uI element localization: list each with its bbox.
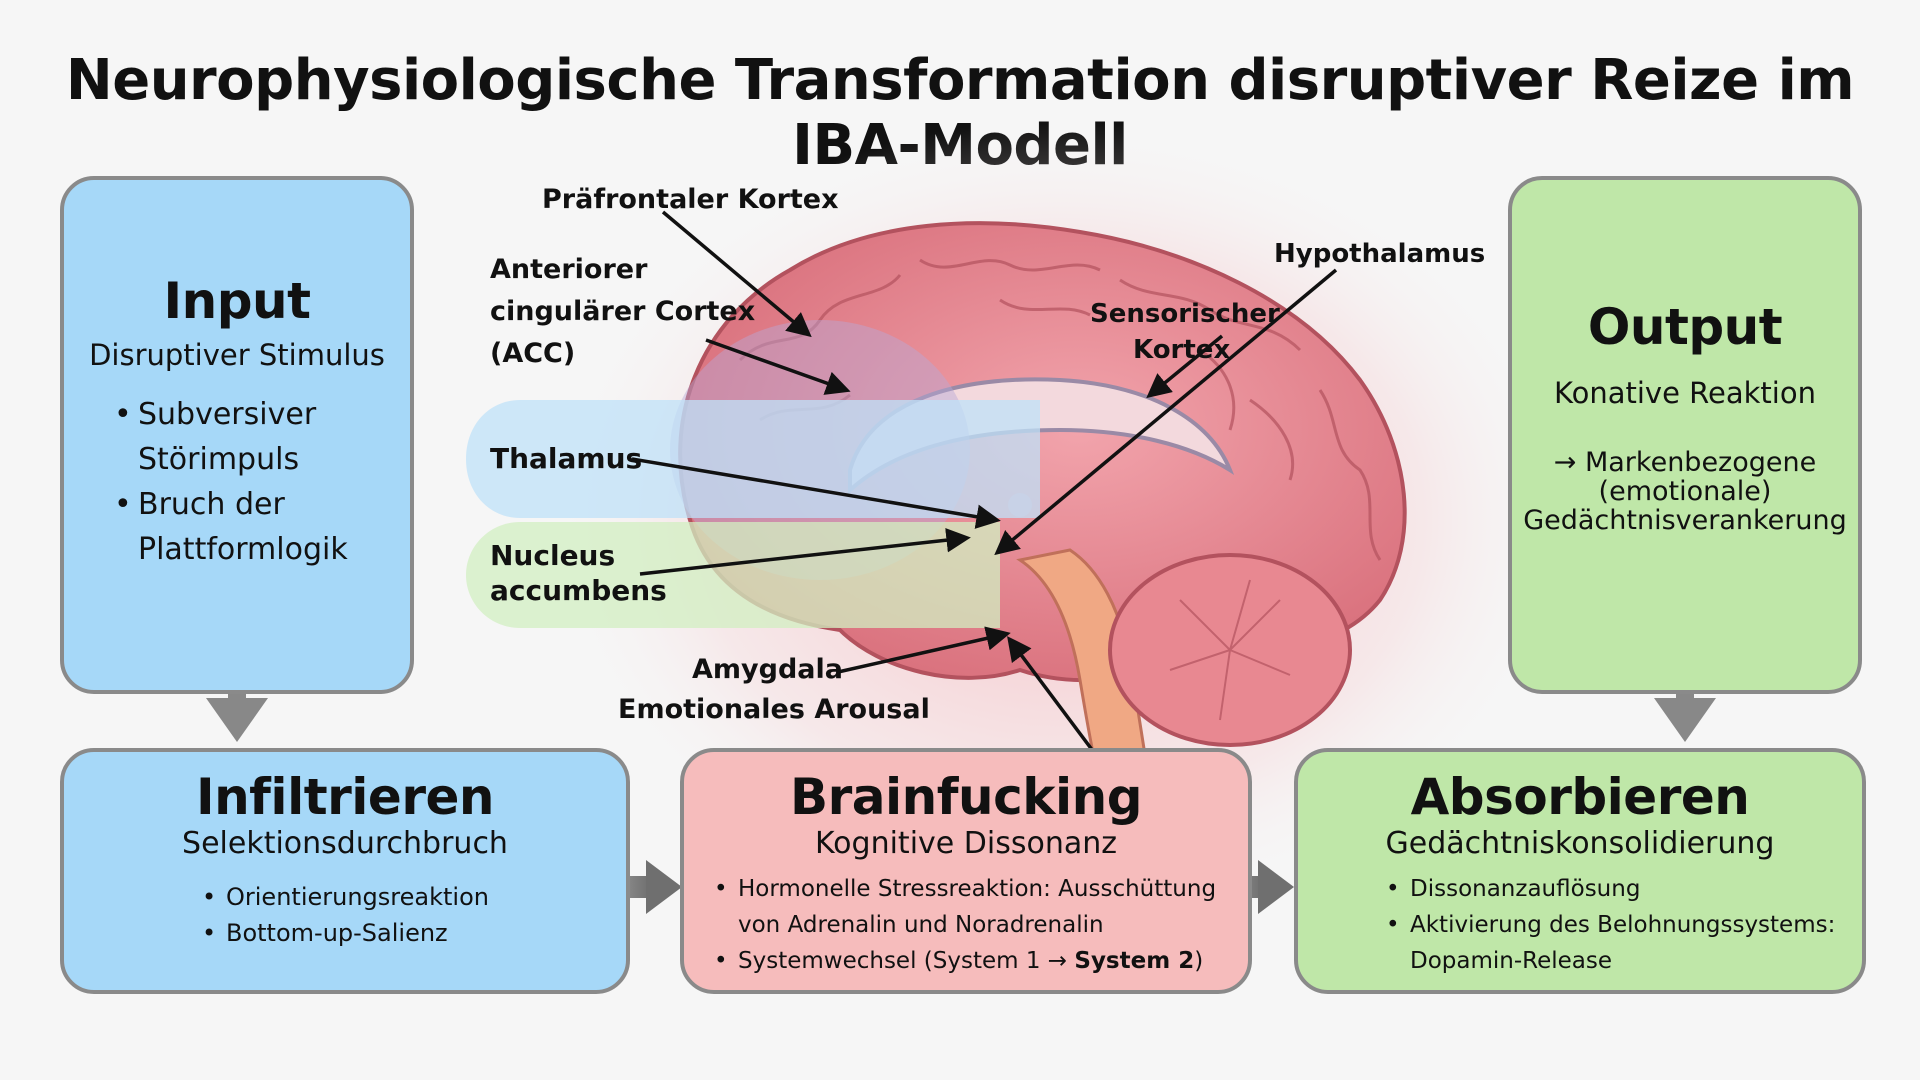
label-thalamus: Thalamus (490, 442, 642, 475)
brainfucking-heading: Brainfucking (684, 768, 1248, 826)
brainfucking-subtitle: Kognitive Dissonanz (684, 826, 1248, 861)
brainfucking-list: Hormonelle Stressreaktion: Ausschüttung … (710, 871, 1248, 979)
list-item: Hormonelle Stressreaktion: Ausschüttung … (710, 871, 1248, 943)
infiltrieren-list: Orientierungsreaktion Bottom-up-Salienz (198, 879, 626, 951)
label-acc-2: cingulärer Cortex (490, 296, 755, 327)
infiltrieren-subtitle: Selektionsdurchbruch (64, 826, 626, 861)
absorbieren-subtitle: Gedächtniskonsolidierung (1298, 826, 1862, 861)
infiltrieren-box: Infiltrieren Selektionsdurchbruch Orient… (60, 748, 630, 994)
label-acc-3: (ACC) (490, 338, 575, 369)
label-nucleus-1: Nucleus (490, 539, 615, 572)
list-item: Bottom-up-Salienz (198, 915, 626, 951)
list-item: Subversiver Störimpuls (110, 392, 410, 482)
label-praefrontal: Präfrontaler Kortex (542, 184, 839, 215)
label-sensorisch-1: Sensorischer (1090, 299, 1280, 329)
input-subtitle: Disruptiver Stimulus (64, 338, 410, 372)
list-item: Dissonanzauflösung (1382, 871, 1862, 907)
output-line: Gedächtnisverankerung (1512, 506, 1858, 535)
list-item: Orientierungsreaktion (198, 879, 626, 915)
output-box: Output Konative Reaktion → Markenbezogen… (1508, 176, 1862, 694)
list-item: Bruch der Plattformlogik (110, 482, 410, 572)
input-box: Input Disruptiver Stimulus Subversiver S… (60, 176, 414, 694)
label-acc-1: Anteriorer (490, 254, 648, 285)
output-subtitle: Konative Reaktion (1512, 376, 1858, 410)
input-heading: Input (64, 272, 410, 330)
output-text: → Markenbezogene (emotionale) Gedächtnis… (1512, 448, 1858, 535)
output-line: Markenbezogene (1585, 447, 1816, 478)
absorbieren-heading: Absorbieren (1298, 768, 1862, 826)
output-line: (emotionale) (1512, 477, 1858, 506)
list-item: Aktivierung des Belohnungssystems: Dopam… (1382, 907, 1862, 979)
list-item: Systemwechsel (System 1 → System 2) (710, 943, 1248, 979)
label-nucleus-2: accumbens (490, 574, 667, 607)
label-hypothalamus: Hypothalamus (1274, 239, 1485, 269)
brainfucking-box: Brainfucking Kognitive Dissonanz Hormone… (680, 748, 1252, 994)
label-amygdala: Amygdala (692, 654, 843, 685)
output-heading: Output (1512, 298, 1858, 356)
absorbieren-box: Absorbieren Gedächtniskonsolidierung Dis… (1294, 748, 1866, 994)
list-item-bold: System 2 (1074, 948, 1194, 974)
label-sensorisch-2: Kortex (1133, 335, 1230, 365)
label-amygdala-sub: Emotionales Arousal (618, 694, 930, 725)
arrow-right-icon: → (1554, 447, 1577, 478)
absorbieren-list: Dissonanzauflösung Aktivierung des Beloh… (1382, 871, 1862, 979)
list-item-suffix: ) (1194, 948, 1203, 974)
input-list: Subversiver Störimpuls Bruch der Plattfo… (110, 392, 410, 572)
list-item-text: Systemwechsel (System 1 → (738, 948, 1067, 974)
infiltrieren-heading: Infiltrieren (64, 768, 626, 826)
